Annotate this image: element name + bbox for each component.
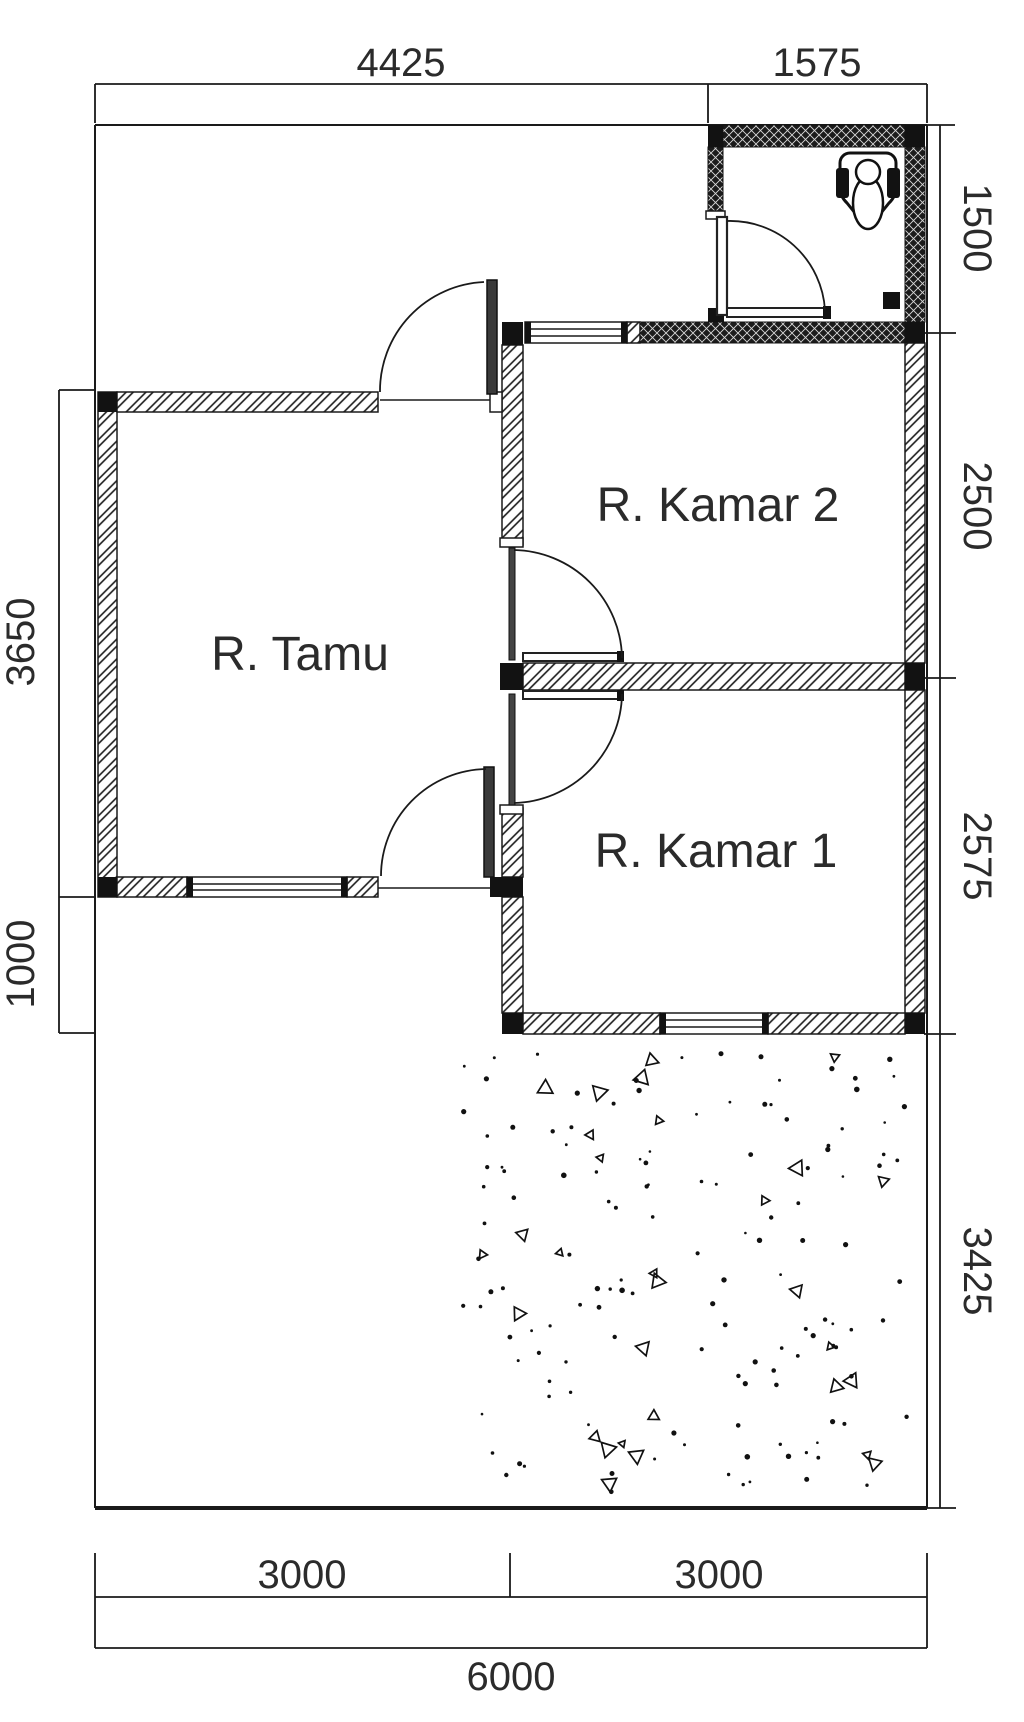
block-divider-right xyxy=(905,663,925,690)
room-label-kamar1: R. Kamar 1 xyxy=(595,825,838,878)
squat-toilet xyxy=(836,151,900,231)
squat-toilet-pad-left xyxy=(836,168,849,198)
door-tamu-front-leaf xyxy=(486,279,498,395)
door-kamar1-arc xyxy=(513,693,623,804)
dim-left-1: 3650 xyxy=(0,598,43,687)
wall-hall-upper xyxy=(501,344,524,546)
dimension-labels: 4425 1575 1500 2500 2575 3425 3650 1000 … xyxy=(0,41,999,1699)
block-kamar2-tl xyxy=(502,322,523,345)
door-jambs xyxy=(489,210,726,815)
wall-kamar1-bottom-1 xyxy=(522,1012,661,1035)
door-kamar1 xyxy=(508,690,624,806)
dim-top-1: 4425 xyxy=(357,41,446,85)
block-bath-tl xyxy=(708,125,723,147)
wall-kamar-divider xyxy=(522,662,906,691)
wall-bath-bottom xyxy=(639,321,906,344)
wall-blocks xyxy=(98,125,925,1034)
dim-right-3: 2575 xyxy=(955,812,999,901)
wall-tamu-top xyxy=(116,391,379,413)
wall-hall-lower xyxy=(501,896,524,1014)
door-bathroom-open-leaf xyxy=(726,307,828,318)
room-label-tamu: R. Tamu xyxy=(211,628,389,681)
wall-east-lower xyxy=(904,689,926,1014)
wall-kamar1-bottom-2 xyxy=(767,1012,906,1035)
window-tamu xyxy=(186,876,348,898)
jamb-tamu-top xyxy=(489,391,503,413)
block-kamar1-br xyxy=(905,1013,925,1034)
wall-east-upper xyxy=(904,342,926,664)
door-kamar2 xyxy=(508,547,624,662)
dim-top-2: 1575 xyxy=(773,41,862,85)
dim-bottom-2: 3000 xyxy=(675,1553,764,1597)
room-labels: R. Tamu R. Kamar 2 R. Kamar 1 xyxy=(211,479,839,878)
block-divider-left xyxy=(500,663,523,690)
jamb-bath-left xyxy=(705,210,726,220)
door-tamu-back-leaf xyxy=(483,766,495,878)
doors xyxy=(378,215,831,889)
door-kamar2-leaf xyxy=(508,547,516,661)
dim-right-4: 3425 xyxy=(955,1227,999,1316)
door-tamu-back-arc xyxy=(380,768,487,877)
gravel-stipple xyxy=(461,1051,909,1495)
door-bathroom xyxy=(715,215,831,319)
wall-bath-top xyxy=(722,124,906,148)
dim-right-2: 2500 xyxy=(955,462,999,551)
block-kamar1-bl xyxy=(502,1013,523,1034)
wall-tamu-left xyxy=(97,391,118,898)
squat-toilet-flush xyxy=(854,158,882,186)
window-kamar2 xyxy=(524,321,628,344)
wall-hall-mid xyxy=(501,807,524,878)
room-label-kamar2: R. Kamar 2 xyxy=(597,479,840,532)
wall-tamu-bottom-1 xyxy=(116,876,188,898)
door-tamu-back xyxy=(378,766,495,889)
dimension-lines xyxy=(58,83,956,1649)
block-bath-tr xyxy=(905,125,925,147)
wall-bath-left xyxy=(707,146,724,214)
wall-bath-right xyxy=(904,146,926,323)
window-kamar1 xyxy=(659,1012,769,1035)
floor-drain xyxy=(883,292,900,309)
dim-bottom-total: 6000 xyxy=(467,1655,556,1699)
dim-right-1: 1500 xyxy=(955,184,999,273)
door-bathroom-arc xyxy=(726,220,826,311)
squat-toilet-pad-right xyxy=(887,168,900,198)
block-tamu-bl xyxy=(98,877,117,897)
door-kamar1-open-leaf xyxy=(522,690,624,700)
block-bath-br xyxy=(905,322,925,343)
block-tamu-tl xyxy=(98,392,117,412)
windows xyxy=(186,321,769,1035)
masonry-walls xyxy=(97,321,926,1035)
wall-kamar2-top-seg xyxy=(626,321,641,344)
door-bathroom-leaf xyxy=(715,215,729,317)
dim-left-2: 1000 xyxy=(0,920,43,1009)
wall-tamu-bottom-2 xyxy=(346,876,379,898)
jamb-hall-lower xyxy=(499,804,524,815)
door-kamar1-leaf xyxy=(508,693,516,806)
door-kamar2-open-leaf xyxy=(522,652,624,662)
jamb-hall-upper xyxy=(499,537,524,548)
door-tamu-front xyxy=(379,279,498,401)
dim-bottom-1: 3000 xyxy=(258,1553,347,1597)
door-tamu-front-arc xyxy=(379,281,485,393)
door-kamar2-arc xyxy=(513,549,623,659)
block-tamu-br xyxy=(490,877,523,897)
